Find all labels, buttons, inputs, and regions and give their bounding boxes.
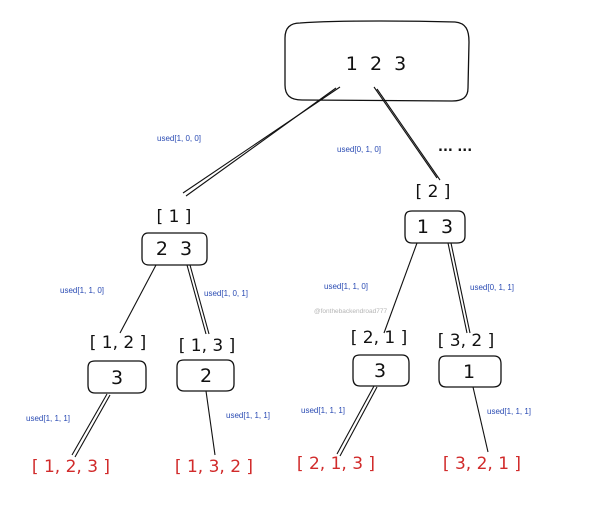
leaf-edges xyxy=(71,385,489,458)
edge-label-r1-left: used[1, 1, 0] xyxy=(324,282,368,291)
edge-root-left-double xyxy=(185,87,337,197)
node-r1a-remaining: 3 xyxy=(374,360,386,382)
edge-r1a-down xyxy=(336,385,375,455)
node-l1-box xyxy=(141,232,208,266)
node-l1-remaining: 2 3 xyxy=(156,238,192,260)
edge-r1a-down-double xyxy=(339,386,378,457)
edge-r1-right-double xyxy=(450,242,471,334)
node-l1b-box xyxy=(176,359,235,392)
node-l1a-box xyxy=(87,360,147,394)
edge-l1-left xyxy=(119,264,157,334)
node-l1-label: [ 1 ] xyxy=(157,207,192,227)
node-r1b-remaining: 1 xyxy=(463,361,475,383)
edge-label-l1a-down: used[1, 1, 1] xyxy=(26,414,70,423)
result-permutation-1: [ 1, 2, 3 ] xyxy=(32,457,110,477)
node-l1a-remaining: 3 xyxy=(111,367,123,389)
edge-l1-right xyxy=(186,264,207,335)
edge-root-right-double xyxy=(376,88,441,181)
edge-label-l1-right: used[1, 0, 1] xyxy=(204,289,248,298)
ellipsis-more-branches: ... ... xyxy=(438,140,472,155)
node-r1a: [ 2, 1 ] 3 xyxy=(351,328,410,387)
edge-label-r1b-down: used[1, 1, 1] xyxy=(487,407,531,416)
root-node-text: 1 2 3 xyxy=(346,53,406,75)
node-r1a-box xyxy=(352,354,410,387)
node-l1a: [ 1, 2 ] 3 xyxy=(87,333,147,394)
node-l1a-label: [ 1, 2 ] xyxy=(90,333,147,353)
result-permutation-2: [ 1, 3, 2 ] xyxy=(175,457,253,477)
node-r1-label: [ 2 ] xyxy=(416,182,451,202)
edge-r1b-down xyxy=(472,386,489,453)
node-r1a-label: [ 2, 1 ] xyxy=(351,328,408,348)
edge-label-l1-left: used[1, 1, 0] xyxy=(60,286,104,295)
edge-label-r1-right: used[0, 1, 1] xyxy=(470,283,514,292)
node-r1-remaining: 1 3 xyxy=(417,216,453,238)
root-edges xyxy=(182,86,441,197)
edge-root-right xyxy=(373,86,438,179)
edge-root-left xyxy=(182,86,341,194)
edge-l1b-down xyxy=(205,390,216,456)
edge-label-root-right: used[0, 1, 0] xyxy=(337,145,381,154)
edge-l1a-down-double xyxy=(74,394,111,458)
node-l1b: [ 1, 3 ] 2 xyxy=(176,336,236,392)
result-permutation-3: [ 2, 1, 3 ] xyxy=(297,454,375,474)
node-l1b-label: [ 1, 3 ] xyxy=(179,336,236,356)
node-r1-box xyxy=(404,210,466,244)
edge-l1a-down xyxy=(71,393,108,456)
node-r1b: [ 3, 2 ] 1 xyxy=(438,331,502,388)
node-r1: [ 2 ] 1 3 xyxy=(404,182,466,244)
node-l1b-remaining: 2 xyxy=(200,365,212,387)
edge-label-r1a-down: used[1, 1, 1] xyxy=(301,406,345,415)
edge-r1-right xyxy=(447,242,468,334)
node-l1: [ 1 ] 2 3 xyxy=(141,207,208,266)
edge-label-l1b-down: used[1, 1, 1] xyxy=(226,411,270,420)
node-r1b-label: [ 3, 2 ] xyxy=(438,331,495,351)
watermark: @fonthebackendroad777 xyxy=(314,308,387,315)
root-node: 1 2 3 xyxy=(284,20,470,102)
edge-r1-left xyxy=(383,242,418,334)
edge-label-root-left: used[1, 0, 0] xyxy=(157,134,201,143)
edge-l1-right-double xyxy=(189,264,210,335)
root-box xyxy=(284,20,470,102)
level1-edges xyxy=(119,242,471,335)
result-permutation-4: [ 3, 2, 1 ] xyxy=(443,454,521,474)
node-r1b-box xyxy=(438,355,502,388)
